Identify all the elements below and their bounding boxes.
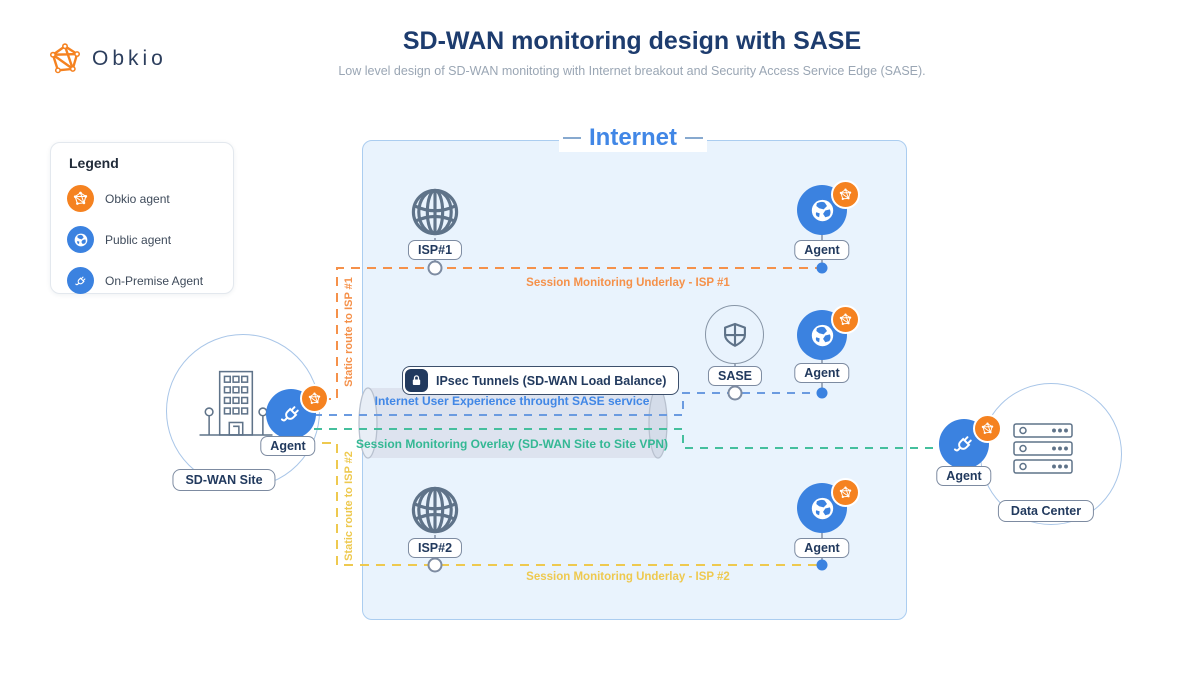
obkio-badge-icon [831, 180, 860, 209]
obkio-badge-icon [300, 384, 329, 413]
legend-item-onpremise-agent: On-Premise Agent [67, 267, 203, 294]
title-line-stub [685, 137, 704, 139]
sase-service-label: Internet User Experience throught SASE s… [374, 394, 650, 408]
legend-item-label: On-Premise Agent [105, 273, 204, 288]
sase-label: SASE [707, 366, 763, 386]
internet-title: Internet [558, 124, 708, 152]
page-title: SD-WAN monitoring design with SASE [402, 27, 862, 55]
ipsec-tunnels-label: IPsec Tunnels (SD-WAN Load Balance) [402, 366, 680, 395]
agent-label: Agent [794, 363, 850, 383]
data-center-label: Data Center [997, 500, 1095, 522]
agent-label: Agent [260, 436, 316, 456]
agent-label: Agent [794, 240, 850, 260]
isp1-globe-icon [408, 185, 462, 239]
static-route-isp2-caption: Static route to ISP #2 [343, 451, 355, 561]
static-route-isp1-caption: Static route to ISP #1 [343, 277, 355, 387]
legend-item-label: Public agent [105, 232, 172, 247]
internet-title-text: Internet [588, 124, 678, 151]
legend-panel: Legend Obkio agent Public agent On-Premi… [50, 142, 234, 294]
underlay-isp2-caption: Session Monitoring Underlay - ISP #2 [526, 571, 730, 583]
legend-item-obkio-agent: Obkio agent [67, 185, 170, 212]
overlay-vpn-label: Session Monitoring Overlay (SD-WAN Site … [355, 437, 669, 451]
obkio-logo: Obkio [48, 42, 167, 76]
agent-label: Agent [936, 466, 992, 486]
obkio-logo-icon [48, 42, 82, 75]
public-agent-icon [67, 226, 94, 253]
obkio-badge-icon [973, 414, 1002, 443]
obkio-agent-icon [67, 185, 94, 212]
legend-title: Legend [69, 155, 119, 171]
logo-text: Obkio [92, 47, 167, 70]
sdwan-site-label: SD-WAN Site [172, 469, 276, 491]
lock-icon [405, 369, 428, 392]
isp1-label: ISP#1 [407, 240, 463, 260]
obkio-badge-icon [831, 478, 860, 507]
agent-label: Agent [794, 538, 850, 558]
sase-shield-icon [705, 305, 764, 364]
legend-item-public-agent: Public agent [67, 226, 171, 253]
isp2-label: ISP#2 [407, 538, 463, 558]
page-subtitle: Low level design of SD-WAN monitoting wi… [338, 64, 926, 78]
underlay-isp1-caption: Session Monitoring Underlay - ISP #1 [526, 277, 730, 289]
legend-item-label: Obkio agent [105, 191, 170, 206]
plug-icon [67, 267, 94, 294]
office-building-icon [188, 366, 284, 454]
obkio-badge-icon [831, 305, 860, 334]
title-line-stub [562, 137, 581, 139]
server-rack-icon [1012, 422, 1076, 476]
isp2-globe-icon [408, 483, 462, 537]
